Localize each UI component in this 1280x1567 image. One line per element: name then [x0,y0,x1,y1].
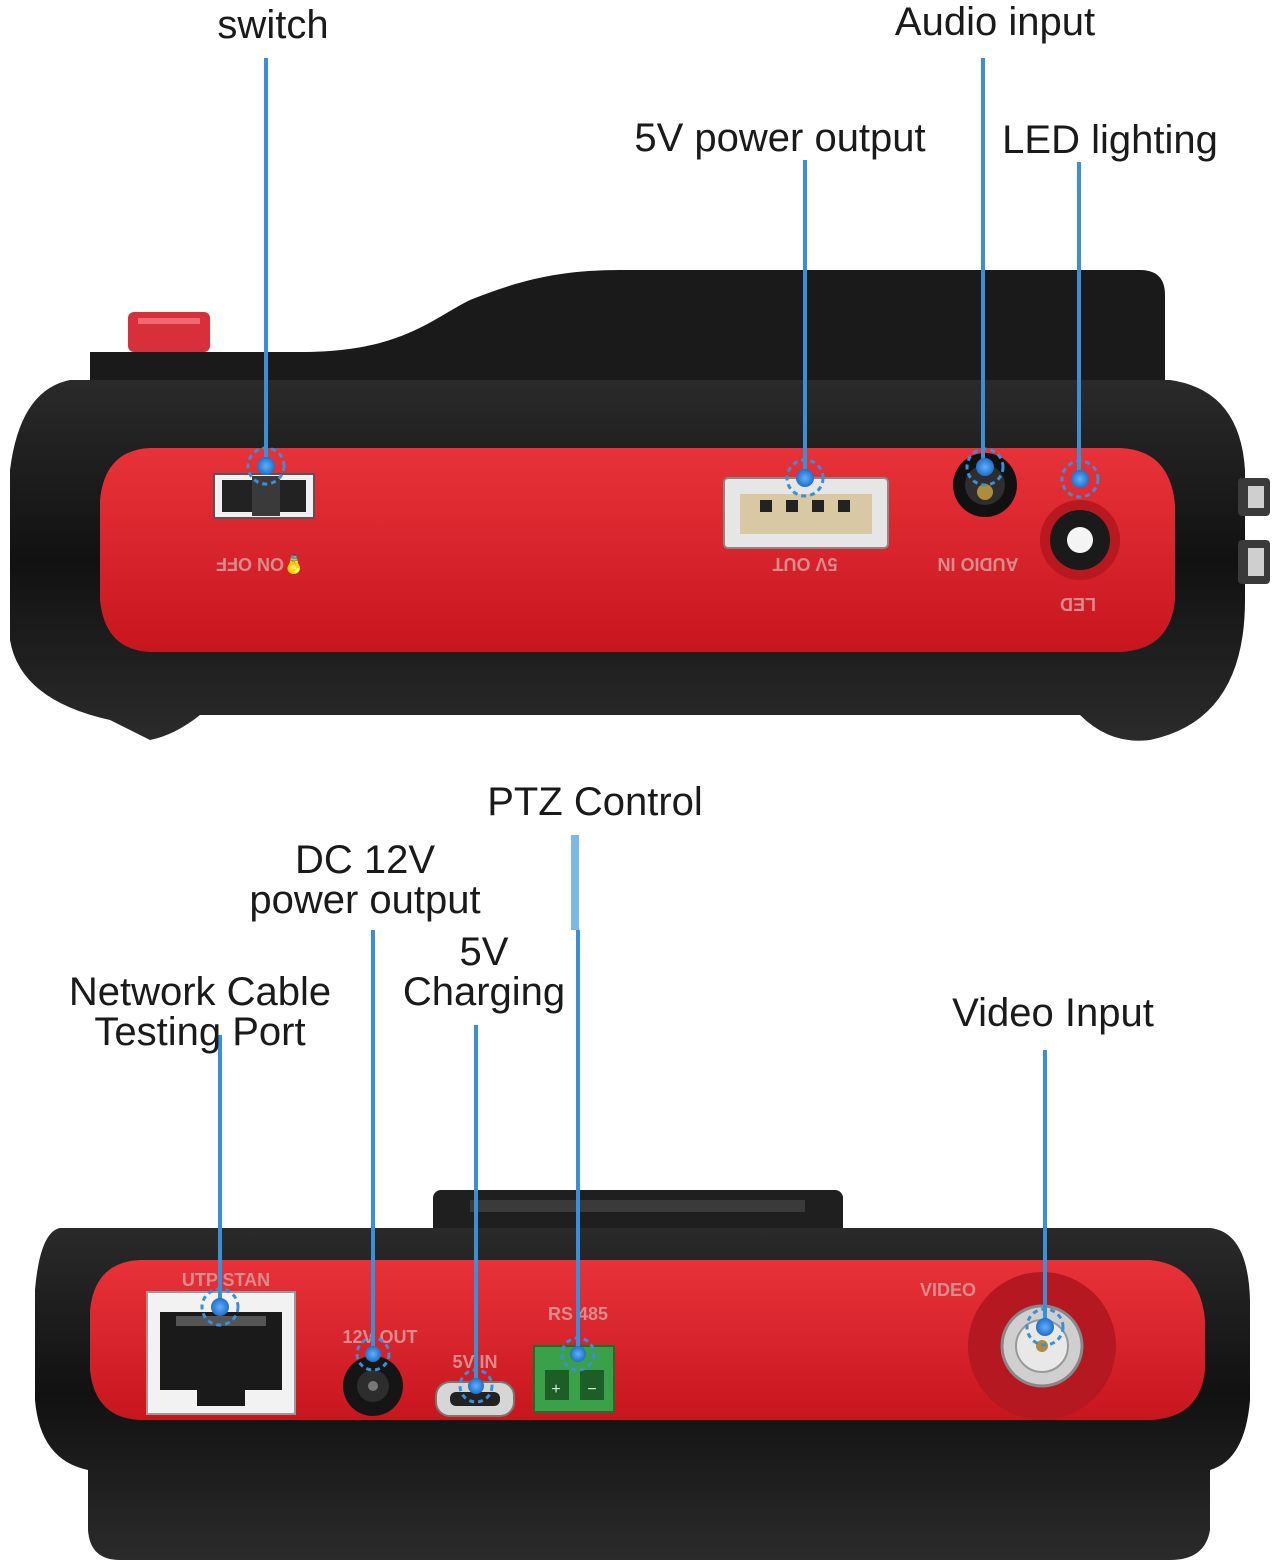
label-video-input: Video Input [952,991,1154,1035]
marker-dc [355,1336,391,1372]
label-charging-line1: 5V [459,930,509,974]
label-charging-line2: Charging [402,970,566,1014]
silk-audio: AUDIO IN [938,554,1019,574]
label-dc12v-line1: DC 12V [294,838,436,882]
usb-port [723,477,889,549]
top-device: ON OFF 💡 5V OUT AUDIO IN LED [10,270,1270,741]
dc-jack [343,1356,403,1416]
silk-utp: UTP STAN [182,1270,270,1290]
label-ptz-control: PTZ Control [487,780,703,824]
bottom-device: UTP STAN 12V OUT 5V IN + − RS 485 [35,1190,1250,1560]
bulb-icon: 💡 [283,554,305,575]
marker-switch [246,446,286,486]
marker-dots [200,446,1100,1404]
label-network-line2: Testing Port [94,1010,306,1054]
marker-micro-usb [458,1368,494,1404]
svg-text:+: + [551,1381,560,1398]
label-dc12v-line2: power output [249,878,481,922]
power-switch [213,473,315,519]
marker-usb [785,458,825,498]
top-panel [100,448,1175,652]
label-dc12v-output: DC 12V power output [249,840,480,920]
marker-led [1060,459,1100,499]
leader-lines [218,58,1081,1384]
label-network-line1: Network Cable [68,970,332,1014]
svg-text:−: − [587,1381,596,1398]
silk-dc12v: 12V OUT [342,1327,417,1347]
marker-audio [965,447,1005,487]
silk-usb: 5V OUT [772,554,837,574]
marker-rj45 [200,1287,240,1327]
silk-video: VIDEO [920,1280,976,1300]
marker-video [1025,1307,1065,1347]
label-usb-power: 5V power output [634,116,926,160]
label-led-lighting: LED lighting [1002,118,1218,162]
marker-rs485 [560,1336,596,1372]
silk-led: LED [1060,594,1096,614]
silk-switch: ON OFF [216,554,284,574]
label-network-cable: Network Cable Testing Port [69,972,331,1052]
label-switch: switch [217,3,329,47]
rj45-port [146,1291,296,1415]
label-5v-charging: 5V Charging [403,932,565,1012]
label-audio-input: Audio input [894,0,1096,44]
led-lamp [1040,500,1120,580]
